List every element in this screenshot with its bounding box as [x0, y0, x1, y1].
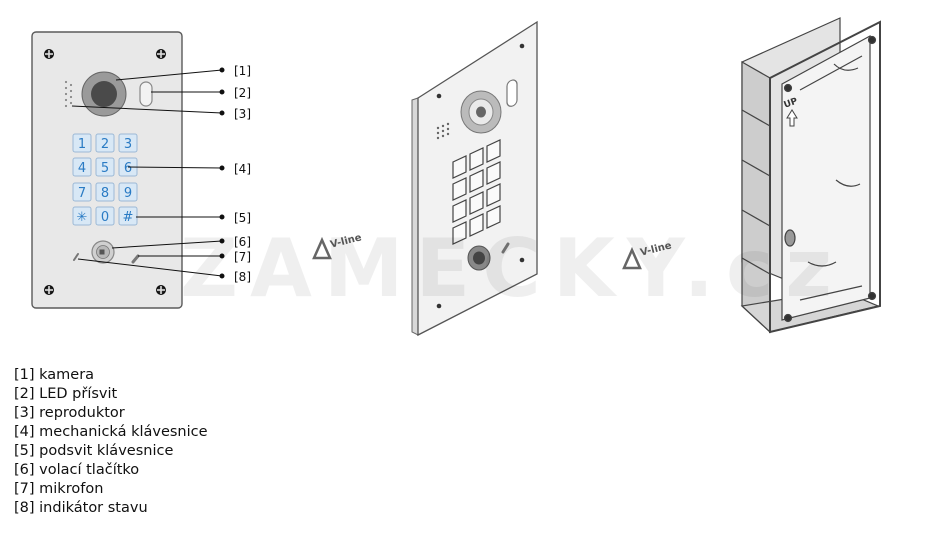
- keypad-key-label: ✳: [77, 210, 88, 225]
- watermark: ZAMECKY.cz: [180, 222, 844, 315]
- perspective-key: [469, 169, 484, 193]
- microphone-icon: [131, 254, 140, 264]
- perspective-key: [452, 177, 467, 201]
- mounting-box: [740, 17, 881, 334]
- legend: [1] kamera [2] LED přísvit [3] reprodukt…: [14, 366, 208, 518]
- keypad-key: [118, 206, 138, 226]
- keypad-key-label: 4: [78, 161, 86, 176]
- keypad-key: [95, 133, 115, 153]
- up-label: UP: [783, 96, 800, 110]
- callout-label: [4]: [234, 162, 251, 176]
- perspective-key: [469, 213, 484, 237]
- callout-labels: [1] [2] [3] [4] [5] [6][7] [8]: [234, 64, 251, 284]
- callout-label: [8]: [234, 270, 251, 284]
- keypad-key-label: 9: [124, 186, 132, 201]
- vline-logo-icon: [312, 236, 642, 270]
- keypad-key-label: 3: [124, 137, 132, 152]
- legend-item: [4] mechanická klávesnice: [14, 424, 208, 440]
- legend-item: [2] LED přísvit: [14, 386, 118, 402]
- keypad-key-label: #: [123, 210, 134, 225]
- callout-label: [5]: [234, 211, 251, 225]
- callout-label: [7]: [234, 250, 251, 264]
- screw-icon: [43, 48, 167, 295]
- keypad-key: [118, 182, 138, 202]
- perspective-key: [452, 199, 467, 223]
- status-indicator-icon: [73, 253, 79, 261]
- keypad-key-label: 1: [78, 137, 86, 152]
- perspective-key: [469, 191, 484, 215]
- legend-item: [6] volací tlačítko: [14, 462, 140, 478]
- keypad-key-label: 7: [78, 186, 86, 201]
- camera-icon: [81, 71, 127, 117]
- keypad-key-label: 8: [101, 186, 109, 201]
- keypad-key-label: 2: [101, 137, 109, 152]
- keypad-key-label: 0: [101, 210, 109, 225]
- callout-lines: [71, 67, 225, 279]
- keypad-key: [95, 206, 115, 226]
- callout-label: [6]: [234, 235, 251, 249]
- call-button-icon: [91, 240, 115, 264]
- perspective-panel: [411, 20, 538, 337]
- callout-label: [2]: [234, 86, 251, 100]
- perspective-key: [486, 183, 501, 207]
- perspective-key: [452, 221, 467, 245]
- keypad-key: [72, 133, 92, 153]
- keypad-key-label: 6: [124, 161, 132, 176]
- keypad-key: [118, 133, 138, 153]
- keypad-key: [95, 182, 115, 202]
- legend-item: [3] reproduktor: [14, 405, 125, 421]
- legend-item: [8] indikátor stavu: [14, 500, 148, 516]
- perspective-key: [486, 205, 501, 229]
- perspective-key: [486, 161, 501, 185]
- perspective-key: [452, 155, 467, 179]
- legend-item: [7] mikrofon: [14, 481, 104, 497]
- callout-label: [3]: [234, 107, 251, 121]
- speaker-grille-icon: [64, 80, 73, 108]
- keypad-key-label: 5: [101, 161, 109, 176]
- led-slot-icon: [139, 81, 153, 107]
- perspective-key: [486, 139, 501, 163]
- callout-label: [1]: [234, 64, 251, 78]
- keypad-key: [72, 206, 92, 226]
- perspective-key: [469, 147, 484, 171]
- keypad-key: [95, 157, 115, 177]
- perspective-keypad: [452, 139, 501, 245]
- legend-item: [5] podsvit klávesnice: [14, 443, 174, 459]
- keypad-key: [72, 157, 92, 177]
- keypad-key: [72, 182, 92, 202]
- legend-item: [1] kamera: [14, 367, 95, 383]
